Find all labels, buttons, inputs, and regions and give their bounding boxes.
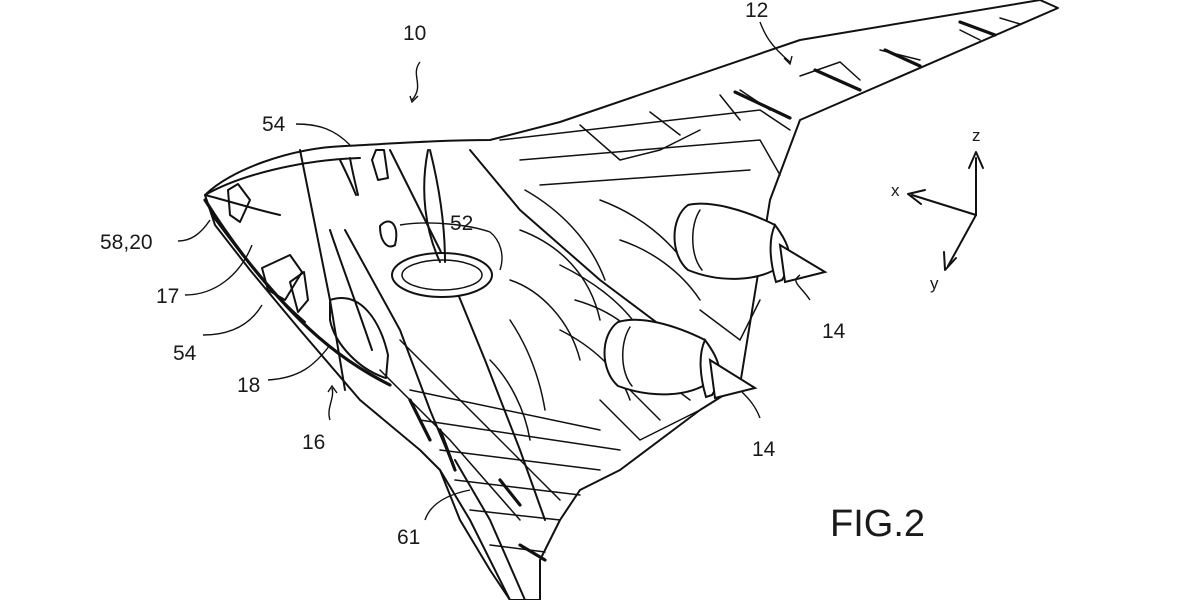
label-16: 16 [302,431,325,454]
axis-label-y: y [930,274,939,293]
axis-label-z: z [972,126,981,145]
figure-caption: FIG.2 [830,503,925,545]
label-61: 61 [397,526,420,549]
reference-labels: 10 12 54 52 58,20 17 54 18 16 14 14 61 [100,0,846,549]
label-54-top: 54 [262,113,286,136]
label-18: 18 [237,374,260,397]
engine-lower [603,318,758,400]
engine-upper [673,202,828,284]
label-12: 12 [745,0,768,22]
aircraft-body [203,0,1059,600]
label-10: 10 [403,22,426,45]
label-54-side: 54 [173,342,197,365]
axis-label-x: x [891,181,900,200]
label-14-upper: 14 [822,320,846,343]
label-17: 17 [156,285,179,308]
label-52: 52 [450,212,473,235]
label-14-lower: 14 [752,438,776,461]
label-58-20: 58,20 [100,231,153,254]
leader-lines [177,21,811,521]
coordinate-axes: z x y [891,126,984,293]
